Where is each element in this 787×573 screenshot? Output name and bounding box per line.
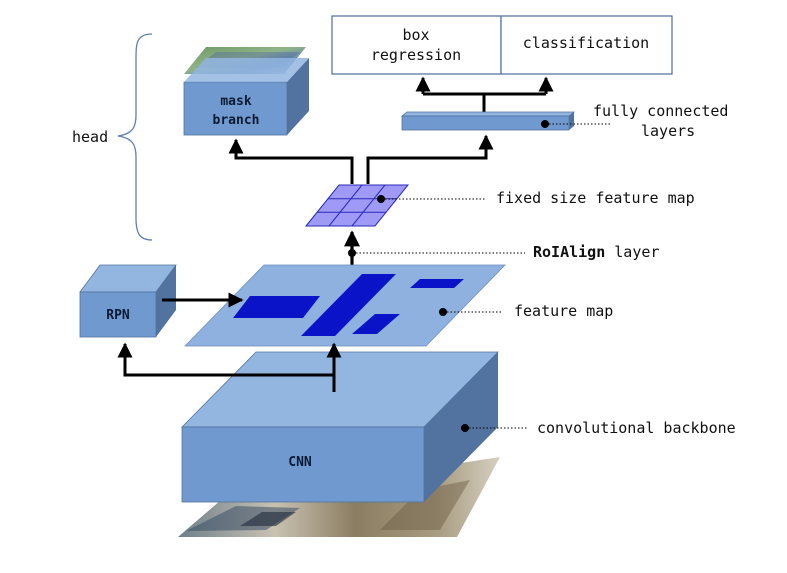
rpn-label: RPN — [106, 308, 130, 323]
roialign-label: RoIAlign layer — [533, 243, 659, 261]
head-label: head — [72, 128, 108, 146]
cnn-label: CNN — [288, 455, 312, 470]
roi-to-heads-arrows — [228, 134, 494, 184]
fully-connected-label-line2: layers — [641, 122, 695, 140]
mask-branch-label-line2: branch — [213, 113, 260, 128]
head-brace — [117, 33, 153, 241]
fully-connected-layer — [400, 111, 612, 131]
cnn-output-arrows — [117, 342, 342, 392]
feature-map-plane — [184, 264, 506, 347]
box-regression-label-line1: box — [402, 26, 429, 44]
fixed-size-feature-map — [304, 184, 486, 227]
fully-connected-label-line1: fully connected — [593, 102, 728, 120]
box-regression-label-line2: regression — [371, 46, 461, 64]
cnn-block: CNN — [181, 351, 528, 503]
feature-map-label: feature map — [514, 302, 613, 320]
mask-branch-label-line1: mask — [220, 94, 251, 109]
classification-box: classification — [500, 15, 673, 75]
classification-label: classification — [523, 34, 649, 52]
rpn-block: RPN — [79, 264, 177, 338]
roi-box-center — [301, 274, 396, 336]
roialign-label-bold: RoIAlign — [533, 243, 605, 261]
roi-box-right — [410, 279, 464, 288]
roi-box-small — [352, 314, 400, 334]
box-regression-box: box regression — [331, 15, 502, 75]
fc-to-heads-arrows — [415, 76, 554, 112]
fixed-size-feature-map-label: fixed size feature map — [496, 189, 695, 207]
roialign-label-rest: layer — [605, 243, 659, 261]
roi-box-left — [233, 296, 320, 318]
mask-branch-block: mask branch — [183, 47, 309, 136]
convolutional-backbone-label: convolutional backbone — [537, 419, 736, 437]
